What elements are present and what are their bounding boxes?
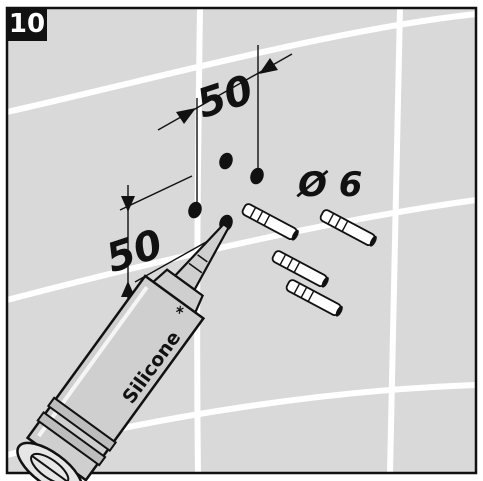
arrow-down-icon bbox=[121, 196, 135, 212]
dimension-arrows bbox=[121, 58, 278, 297]
wall-plug-icon bbox=[241, 203, 299, 241]
drill-holes bbox=[188, 152, 264, 232]
drill-hole-icon bbox=[250, 167, 264, 185]
wall-plugs bbox=[241, 203, 377, 317]
wall-plug-icon bbox=[285, 279, 343, 317]
arrow-left-icon bbox=[259, 58, 278, 74]
arrow-right-icon bbox=[176, 108, 196, 124]
panel-border bbox=[5, 6, 478, 475]
wall-plug-icon bbox=[271, 250, 329, 288]
drill-hole-icon bbox=[219, 152, 233, 170]
drill-hole-icon bbox=[188, 201, 202, 219]
step-number-badge: 10 bbox=[7, 8, 47, 41]
drill-diameter-label: Ø 6 bbox=[296, 165, 362, 205]
silicone-tube-icon bbox=[16, 222, 230, 481]
wall-plug-icon bbox=[319, 209, 377, 247]
